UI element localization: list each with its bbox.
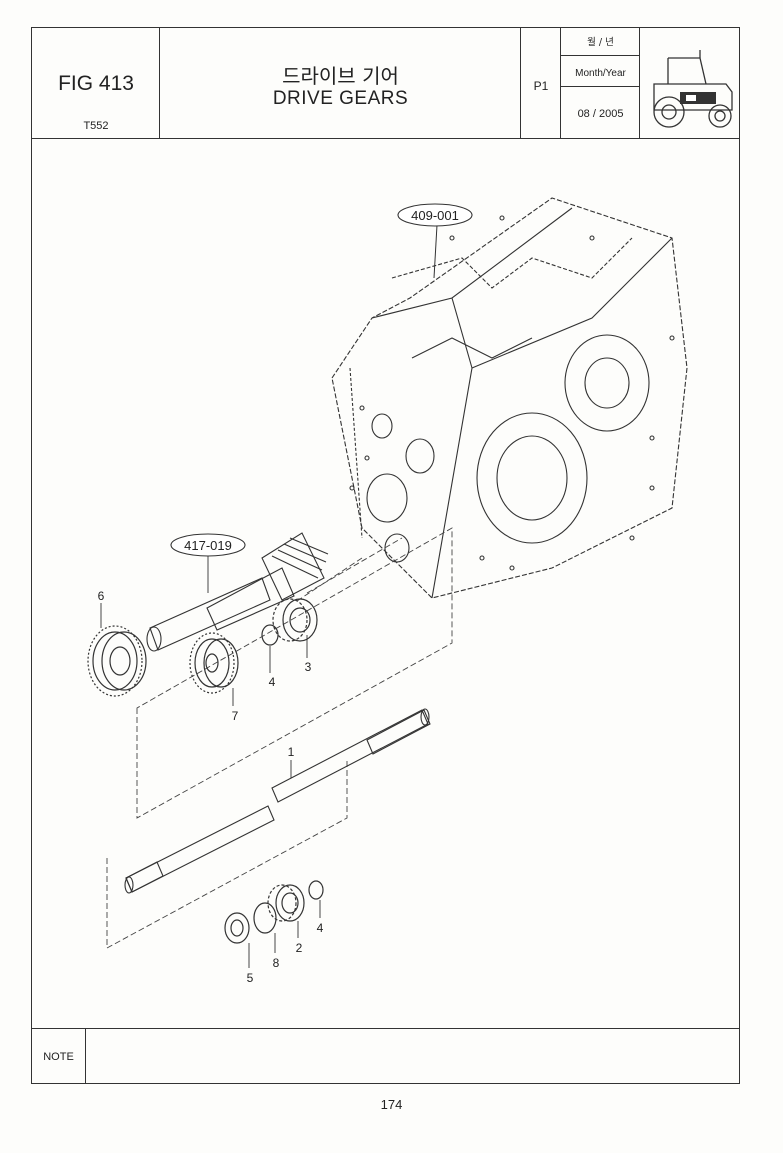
- bearing-part-2: [267, 884, 305, 922]
- part-label-1: 1: [288, 745, 295, 759]
- part-label-4-upper: 4: [269, 675, 276, 689]
- pinion-shaft: [146, 532, 329, 652]
- part-label-4-lower: 4: [317, 921, 324, 935]
- part-label-5: 5: [247, 971, 254, 985]
- title-korean: 드라이브 기어: [282, 64, 399, 88]
- gear-part-7: [189, 632, 239, 694]
- snap-ring-part-8: [253, 902, 277, 934]
- transmission-housing: [331, 197, 688, 599]
- callout-oval-417-019: [170, 533, 246, 557]
- main-shaft-part-1: [124, 708, 431, 894]
- header: FIG 413 T552 드라이브 기어 DRIVE GEARS P1 월 / …: [32, 28, 739, 139]
- assembly-ref-417-019: 417-019: [184, 538, 232, 553]
- callout-oval-409-001: [397, 203, 473, 227]
- page-label: P1: [533, 79, 549, 93]
- part-label-3: 3: [305, 660, 312, 674]
- figure-cell: FIG 413 T552: [32, 28, 160, 138]
- part-label-7: 7: [232, 709, 239, 723]
- page-cell: P1: [521, 28, 561, 138]
- page-number: 174: [380, 1097, 403, 1112]
- gear-part-6: [87, 625, 147, 697]
- date-label-korean: 월 / 년: [561, 28, 640, 56]
- date-label-english: Month/Year: [561, 56, 640, 87]
- note-row: NOTE: [32, 1028, 739, 1083]
- guide-lines: [106, 527, 453, 949]
- note-label: NOTE: [32, 1029, 86, 1083]
- part-label-8: 8: [273, 956, 280, 970]
- title-english: DRIVE GEARS: [272, 88, 409, 109]
- leader-lines: [100, 556, 321, 968]
- image-cell: [640, 28, 741, 138]
- bearing-part-3: [272, 598, 318, 642]
- exploded-parts-diagram: 409-001 417-019 6 3 4 7 1 4 2 8 5: [87, 197, 688, 985]
- seal-part-5: [224, 912, 250, 944]
- date-cell: 월 / 년 Month/Year 08 / 2005: [561, 28, 640, 138]
- figure-number: FIG 413: [58, 72, 134, 95]
- part-label-6: 6: [98, 589, 105, 603]
- snap-ring-part-4-upper: [261, 624, 279, 646]
- leader-line: [433, 224, 438, 279]
- tractor-icon: [653, 50, 733, 128]
- snap-ring-part-4-lower: [308, 880, 324, 900]
- page-frame: FIG 413 T552 드라이브 기어 DRIVE GEARS P1 월 / …: [31, 27, 740, 1084]
- date-value: 08 / 2005: [577, 108, 624, 120]
- model-code: T552: [83, 120, 109, 132]
- assembly-ref-409-001: 409-001: [411, 208, 459, 223]
- title-cell: 드라이브 기어 DRIVE GEARS: [160, 28, 521, 138]
- part-label-2: 2: [296, 941, 303, 955]
